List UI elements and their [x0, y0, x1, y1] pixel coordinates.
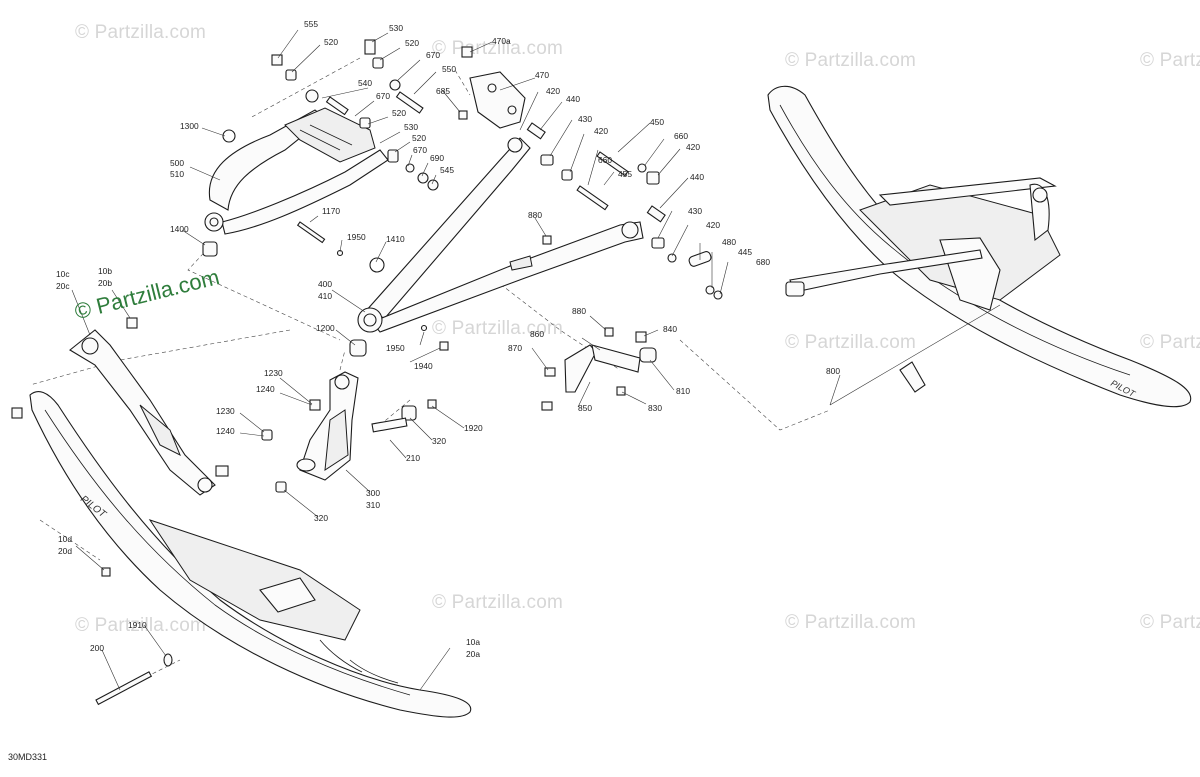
callout-label: 685 — [436, 86, 450, 96]
callout-label: 440 — [566, 94, 580, 104]
callout-label: 530 — [389, 23, 403, 33]
watermark: © Partzilla.com — [432, 592, 564, 613]
callout-label: 520 — [392, 108, 406, 118]
callout-label: 545 — [440, 165, 454, 175]
callout-label: 830 — [648, 403, 662, 413]
callout-label: 660 — [674, 131, 688, 141]
callout-label: 430 — [688, 206, 702, 216]
watermark: © Partzilla.com — [1140, 612, 1200, 633]
callout-label: 520 — [405, 38, 419, 48]
watermark: © Partzilla.com — [785, 612, 917, 633]
callout-label: 200 — [90, 643, 104, 653]
callout-label: 20d — [58, 546, 72, 556]
callout-label: 1240 — [256, 384, 275, 394]
callout-label: 520 — [412, 133, 426, 143]
callout-label: 1170 — [322, 206, 340, 216]
callout-label: 880 — [572, 306, 586, 316]
callout-label: 1300 — [180, 121, 199, 131]
callout-label: 20b — [98, 278, 112, 288]
watermark: © Partzilla.com — [1140, 332, 1200, 353]
callout-label: 860 — [530, 329, 544, 339]
ski-leg-link — [69, 329, 216, 496]
callout-label: 1950 — [347, 232, 366, 242]
callout-label: 420 — [706, 220, 720, 230]
callout-label: 670 — [426, 50, 440, 60]
lower-a-arm — [357, 137, 644, 333]
callout-label: 810 — [676, 386, 690, 396]
right-ski-assembly: PILOT — [767, 85, 1192, 408]
callout-label: 440 — [690, 172, 704, 182]
callout-label: 450 — [650, 117, 664, 127]
callout-label: 1230 — [264, 368, 283, 378]
callout-label: 690 — [430, 153, 444, 163]
callout-label: 470a — [492, 36, 511, 46]
callout-label: 420 — [686, 142, 700, 152]
callout-label: 1920 — [464, 423, 483, 433]
callout-label: 430 — [578, 114, 592, 124]
callout-label: 530 — [404, 122, 418, 132]
callout-label: 1200 — [316, 323, 335, 333]
callout-label: 10a — [466, 637, 480, 647]
callout-label: 400 — [318, 279, 332, 289]
callout-label: 420 — [594, 126, 608, 136]
callout-label: 320 — [314, 513, 328, 523]
callout-label: 455 — [618, 169, 632, 179]
drawing-code: 30MD331 — [8, 752, 48, 762]
callout-label: 840 — [663, 324, 677, 334]
callout-label: 10d — [58, 534, 72, 544]
callout-label: 210 — [406, 453, 420, 463]
callout-label: 10c — [56, 269, 70, 279]
spindle — [296, 371, 359, 481]
callout-label: 10b — [98, 266, 112, 276]
callout-label: 1400 — [170, 224, 189, 234]
callout-label: 850 — [578, 403, 592, 413]
callout-label: 320 — [432, 436, 446, 446]
leader-lines — [71, 29, 841, 691]
callout-label: 1940 — [414, 361, 433, 371]
callout-label: 540 — [358, 78, 372, 88]
callout-label: 310 — [366, 500, 380, 510]
callout-label: 20a — [466, 649, 480, 659]
callout-label: 870 — [508, 343, 522, 353]
callout-label: 680 — [756, 257, 770, 267]
hardware — [11, 39, 723, 706]
callout-label: 1230 — [216, 406, 235, 416]
watermark: © Partzilla.com — [785, 332, 917, 353]
callout-label: 670 — [376, 91, 390, 101]
callout-label: 445 — [738, 247, 752, 257]
callout-label: 1950 — [386, 343, 405, 353]
callout-label: 1240 — [216, 426, 235, 436]
left-ski: PILOT — [29, 391, 472, 718]
callout-label: 420 — [546, 86, 560, 96]
callout-label: 500 — [170, 158, 184, 168]
callout-labels: 555 530 520 520 470a 670 550 470 540 685… — [56, 19, 840, 659]
callout-label: 1910 — [128, 620, 147, 630]
callout-label: 800 — [826, 366, 840, 376]
callout-label: 880 — [528, 210, 542, 220]
callout-label: 470 — [535, 70, 549, 80]
callout-label: 410 — [318, 291, 332, 301]
callout-label: 300 — [366, 488, 380, 498]
watermark: © Partzilla.com — [785, 50, 917, 71]
callout-label: 480 — [722, 237, 736, 247]
callout-label: 20c — [56, 281, 70, 291]
callout-label: 510 — [170, 169, 184, 179]
watermark: © Partzilla.com — [432, 318, 564, 339]
callout-label: 670 — [413, 145, 427, 155]
watermark: © Partzilla.com — [75, 22, 207, 43]
bracket-470 — [469, 71, 526, 129]
callout-label: 550 — [442, 64, 456, 74]
watermark: © Partzilla.com — [75, 615, 207, 636]
watermark: © Partzilla.com — [1140, 50, 1200, 71]
callout-label: 1410 — [386, 234, 405, 244]
callout-label: 520 — [324, 37, 338, 47]
callout-label: 555 — [304, 19, 318, 29]
callout-label: 660 — [598, 155, 612, 165]
